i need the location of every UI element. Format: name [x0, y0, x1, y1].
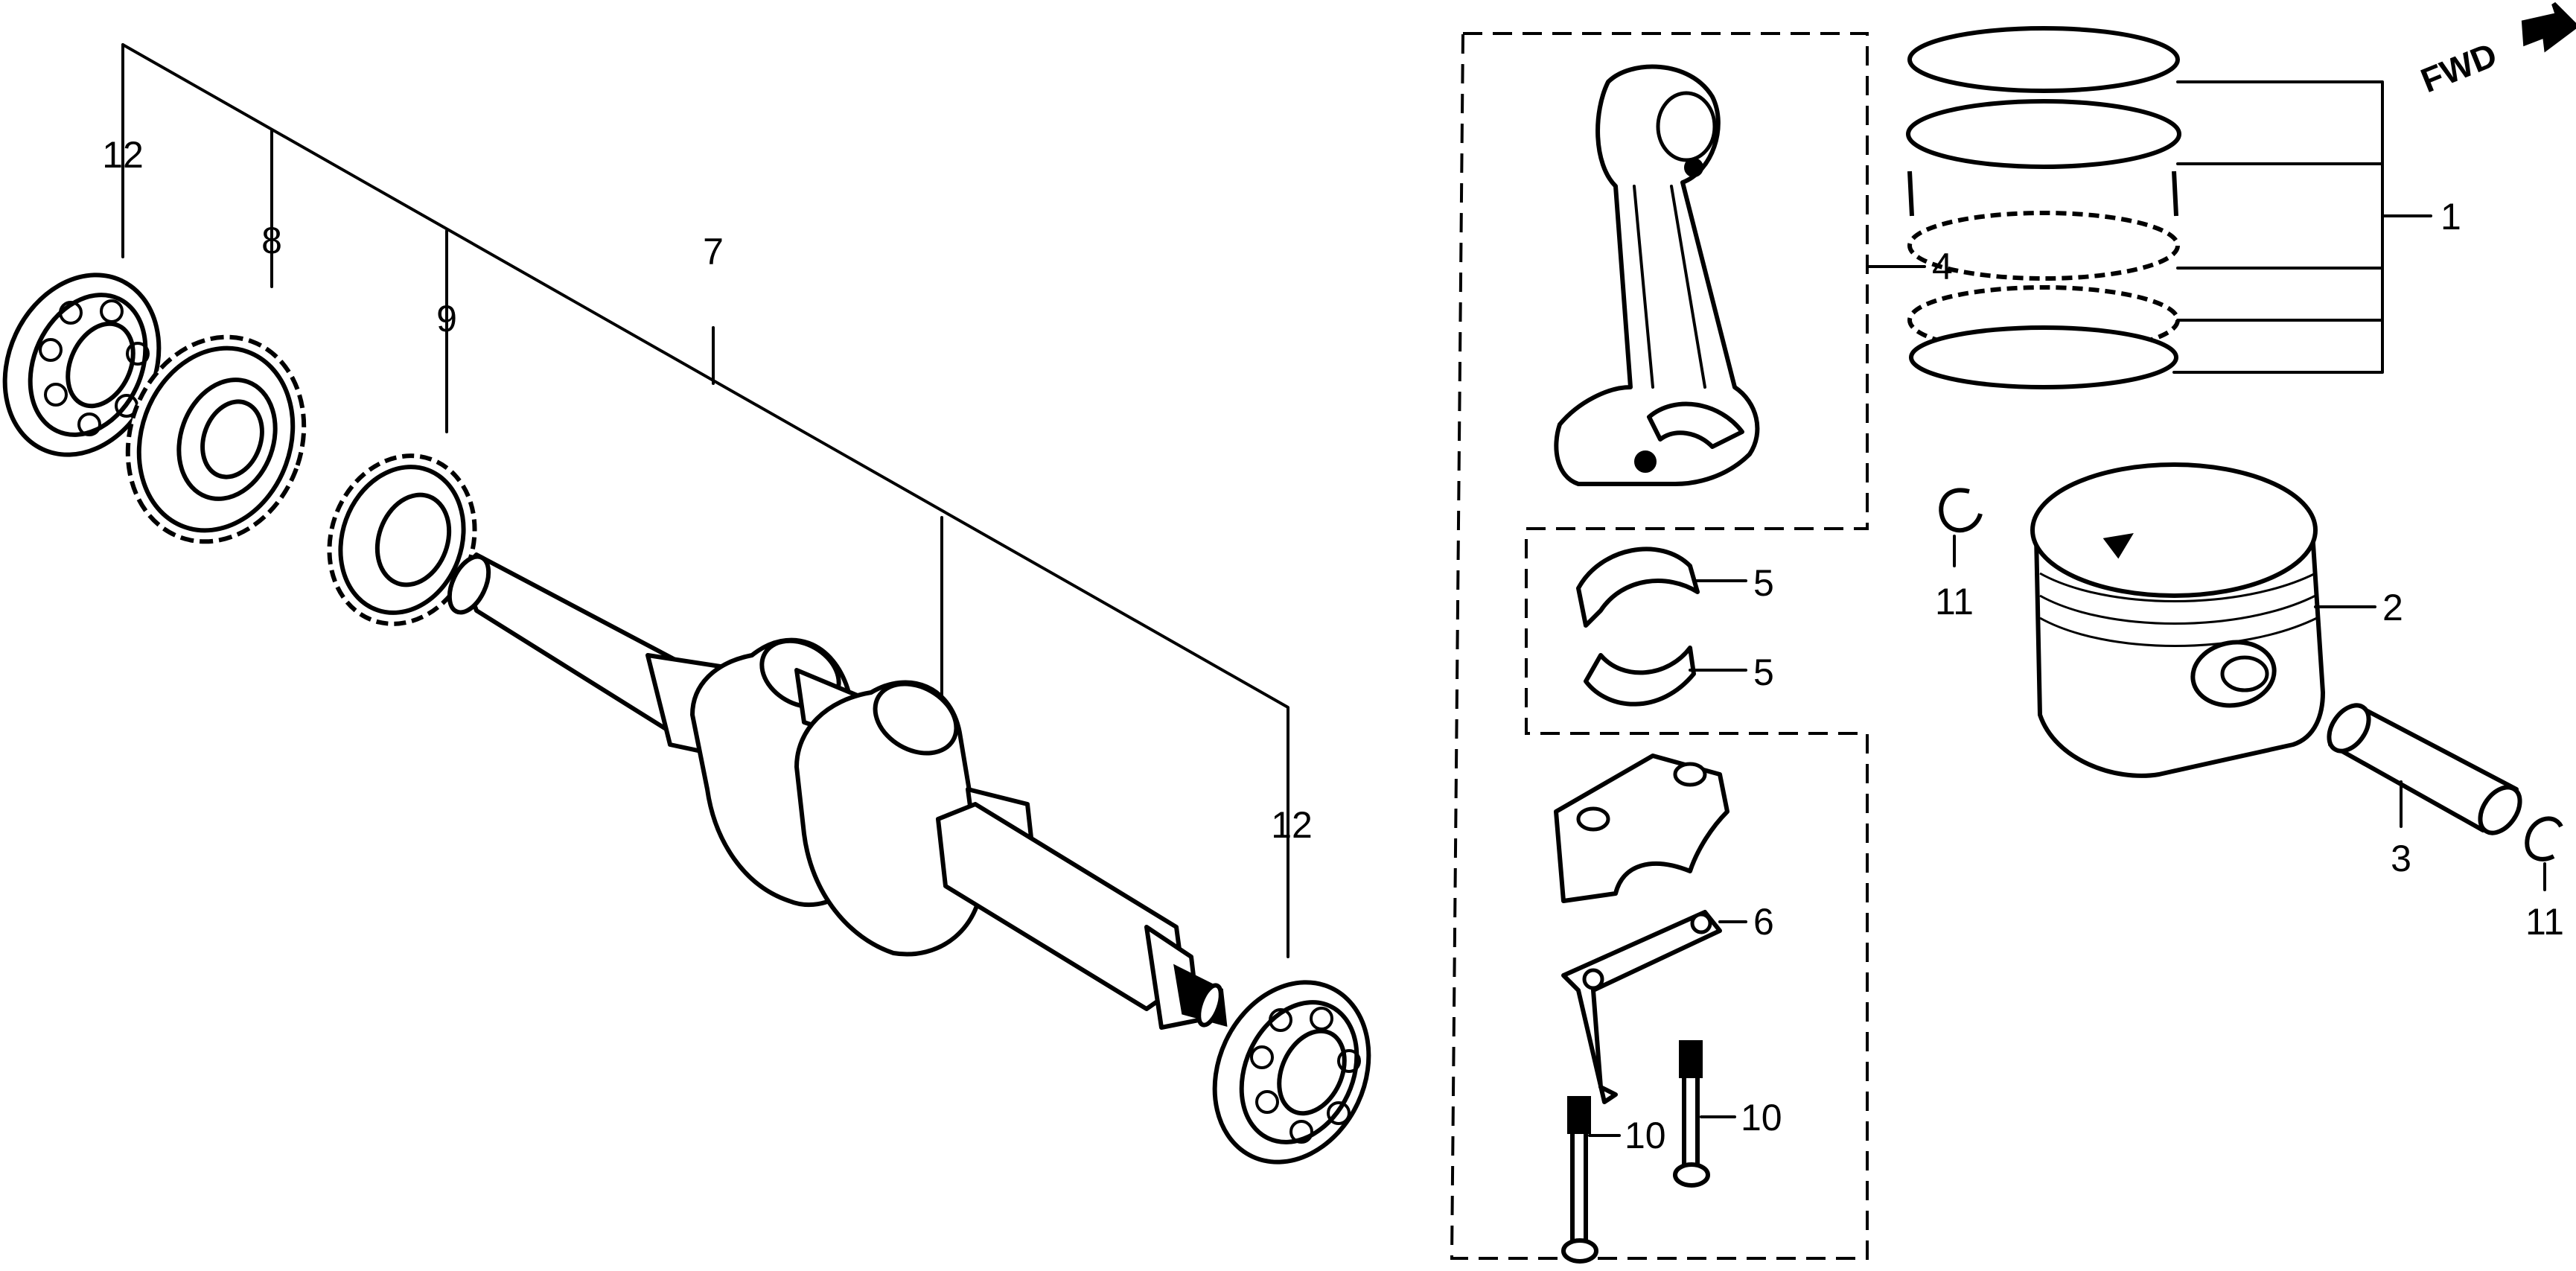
callout-10-left: 10 [1625, 1115, 1666, 1156]
callout-7: 7 [703, 231, 724, 273]
connecting-rod-cap [1554, 754, 1729, 903]
callout-3: 3 [2391, 838, 2411, 879]
callout-1: 1 [2440, 196, 2461, 238]
piston-pin-clip-right [2525, 816, 2563, 891]
oil-dipper-plate [1561, 910, 1747, 1104]
callout-12-right: 12 [1271, 804, 1313, 846]
rod-bolt-left [1561, 1096, 1621, 1264]
crankshaft-gear [125, 334, 307, 544]
callout-6: 6 [1753, 901, 1774, 943]
callout-11-right: 11 [2525, 901, 2564, 943]
connecting-rod [1554, 64, 1760, 486]
piston-ring-set [1906, 26, 2432, 389]
callout-8: 8 [261, 220, 282, 261]
rod-bolt-right [1673, 1040, 1736, 1188]
callout-2: 2 [2382, 587, 2403, 628]
callout-9: 9 [436, 298, 457, 340]
connecting-rod-assembly-box [1450, 32, 1926, 1260]
rod-bearing-lower [1584, 646, 1747, 707]
ball-bearing-left [2, 273, 162, 457]
timing-gear [327, 453, 477, 626]
callout-11-left: 11 [1935, 581, 1974, 622]
callout-12-left: 12 [102, 134, 144, 176]
callout-10-right: 10 [1741, 1097, 1782, 1138]
callout-5-upper: 5 [1753, 562, 1774, 604]
piston-pin-clip-left [1939, 488, 1983, 567]
callout-4: 4 [1932, 246, 1953, 287]
forward-direction-arrow [2521, 1, 2576, 53]
callout-5-lower: 5 [1753, 652, 1774, 693]
rod-bearing-upper [1576, 547, 1747, 628]
ball-bearing-right [1212, 980, 1371, 1165]
piston-pin [2327, 703, 2522, 835]
leader-lines-crank [121, 43, 1289, 958]
crankshaft [447, 552, 1228, 1030]
fwd-label: FWD [2415, 35, 2502, 100]
piston [2030, 462, 2325, 778]
